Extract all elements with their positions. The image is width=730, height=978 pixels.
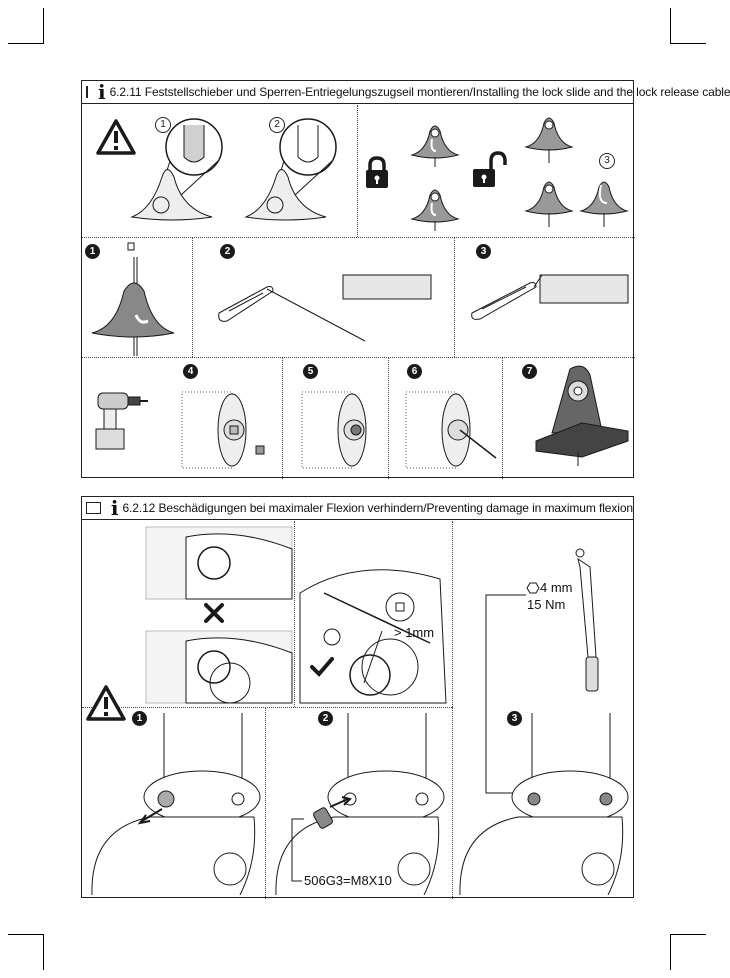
- divider: [357, 105, 358, 237]
- divider: [82, 707, 452, 708]
- info-icon: i: [110, 496, 119, 520]
- step-badge-2: 2: [318, 711, 333, 726]
- torque-wrench-icon: [575, 548, 599, 692]
- lock-slide-detail-2: [244, 118, 337, 221]
- flexion-wrong-detail: [145, 526, 293, 704]
- torque-value: 15 Nm: [527, 597, 566, 612]
- gap-label: > 1mm: [394, 625, 435, 640]
- crop-mark: [43, 8, 44, 44]
- section-flexion: i 6.2.12 Beschädigungen bei maximaler Fl…: [81, 496, 634, 899]
- lock-slide-cable-insert: [91, 242, 175, 356]
- flexion-right-detail: [299, 569, 447, 704]
- lock-slide-open-a: [524, 117, 574, 163]
- divider: [454, 237, 455, 357]
- divider: [388, 357, 389, 479]
- tool-size: 4 mm: [540, 580, 573, 595]
- drill-chuck-4: [181, 391, 265, 469]
- lock-slide-closed-a: [410, 125, 460, 167]
- lock-slide-open-b: [524, 181, 574, 227]
- section-title: 6.2.12 Beschädigungen bei maximaler Flex…: [122, 501, 633, 515]
- step-badge-2: 2: [220, 244, 235, 259]
- divider: [192, 237, 193, 357]
- step-badge-6: 6: [407, 364, 422, 379]
- divider: [82, 357, 635, 358]
- lock-closed-icon: [366, 156, 388, 188]
- drill-chuck-5: [301, 391, 367, 469]
- lock-open-icon: [473, 151, 507, 187]
- crop-mark: [8, 934, 44, 935]
- lock-slide-closed-b: [410, 189, 460, 231]
- lock-slide-open-c: [579, 181, 629, 227]
- divider: [294, 521, 295, 707]
- divider: [502, 357, 503, 479]
- step-badge-7: 7: [522, 364, 537, 379]
- knee-joint-1: [91, 713, 261, 896]
- knee-joint-2: [275, 713, 445, 896]
- lock-slide-detail-1: [130, 118, 223, 221]
- cable-cutting: [218, 274, 432, 342]
- crop-mark: [43, 934, 44, 970]
- divider: [265, 707, 266, 899]
- section-title: 6.2.11 Feststellschieber und Sperren-Ent…: [109, 85, 730, 99]
- divider: [452, 707, 453, 899]
- divider: [282, 357, 283, 479]
- circled-label-3: 3: [599, 153, 615, 169]
- divider: [82, 237, 635, 238]
- crop-mark: [8, 43, 44, 44]
- section-header: i 6.2.12 Beschädigungen bei maximaler Fl…: [82, 497, 633, 520]
- info-icon: i: [98, 80, 106, 104]
- circled-label-2: 2: [269, 117, 285, 133]
- section-checkbox: [86, 502, 101, 514]
- crop-mark: [670, 8, 671, 44]
- drill-icon: [95, 392, 148, 450]
- crop-mark: [670, 43, 706, 44]
- check-mark-icon: [310, 657, 334, 677]
- cable-sleeve: [471, 274, 629, 320]
- step-badge-1: 1: [85, 244, 100, 259]
- warning-icon: [86, 685, 126, 721]
- step-badge-3: 3: [507, 711, 522, 726]
- cross-mark-icon: [204, 603, 224, 623]
- divider: [452, 521, 453, 707]
- hex-icon: [526, 582, 540, 594]
- circled-label-1: 1: [155, 117, 171, 133]
- step-badge-5: 5: [303, 364, 318, 379]
- crop-mark: [670, 934, 671, 970]
- knee-joint-3: [459, 713, 629, 896]
- crop-mark: [670, 934, 706, 935]
- lock-slide-assembled: [535, 365, 629, 466]
- step-badge-3: 3: [476, 244, 491, 259]
- step-badge-1: 1: [132, 711, 147, 726]
- section-checkbox: [86, 86, 88, 98]
- step-badge-4: 4: [183, 364, 198, 379]
- section-lock-slide: i 6.2.11 Feststellschieber und Sperren-E…: [81, 80, 730, 479]
- screw-label: 506G3=M8X10: [304, 873, 392, 888]
- section-header: i 6.2.11 Feststellschieber und Sperren-E…: [82, 80, 730, 104]
- warning-icon: [96, 119, 136, 155]
- drill-chuck-6: [405, 391, 497, 469]
